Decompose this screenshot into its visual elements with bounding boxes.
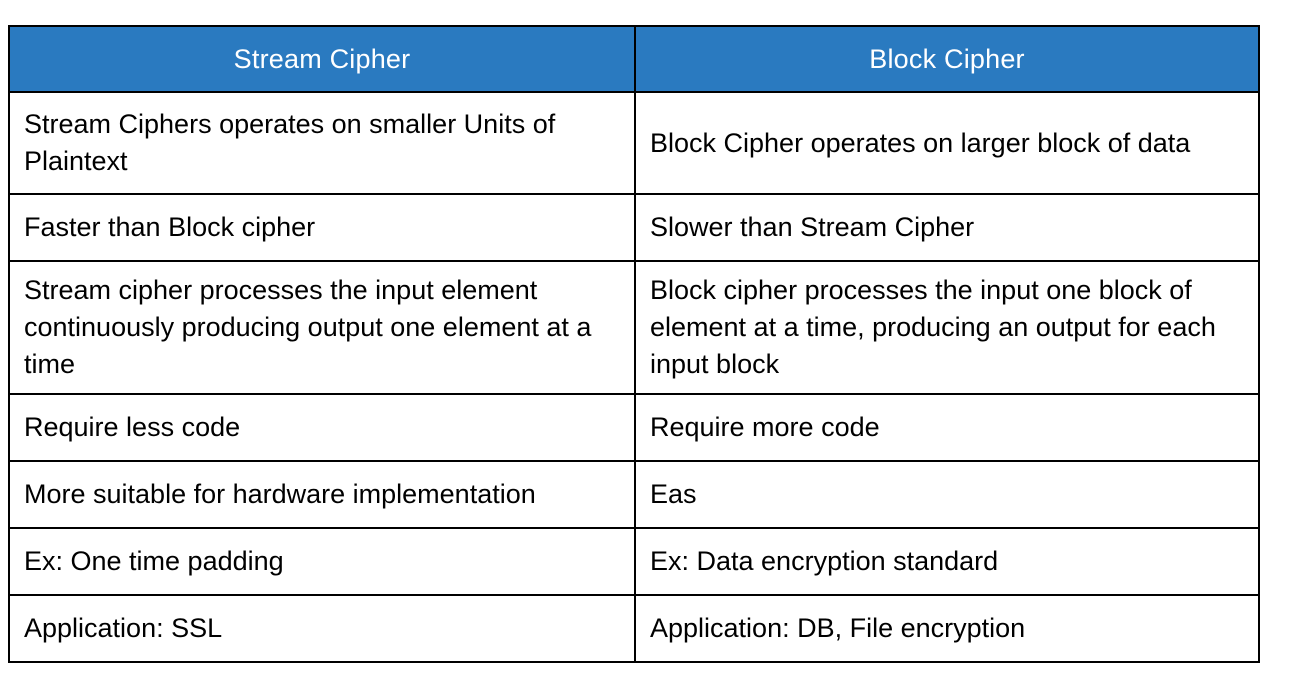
table-row: Faster than Block cipher Slower than Str… [8, 193, 1260, 262]
cell-text: Application: SSL [24, 613, 223, 643]
table-row: Require less code Require more code [8, 393, 1260, 462]
cell-text: Eas [650, 479, 697, 509]
column-header-block-cipher: Block Cipher [634, 25, 1260, 93]
cell-text: Application: DB, File encryption [650, 613, 1026, 643]
cell-text: Block cipher processes the input one blo… [650, 275, 1216, 379]
cell-stream-row-6: Ex: One time padding [8, 527, 636, 596]
cell-text: Faster than Block cipher [24, 212, 316, 242]
cell-stream-row-3: Stream cipher processes the input elemen… [8, 260, 636, 395]
table-body: Stream Ciphers operates on smaller Units… [8, 91, 1260, 663]
cell-block-row-6: Ex: Data encryption standard [634, 527, 1260, 596]
table-row: More suitable for hardware implementatio… [8, 460, 1260, 529]
cell-stream-row-5: More suitable for hardware implementatio… [8, 460, 636, 529]
table-row: Stream Ciphers operates on smaller Units… [8, 91, 1260, 195]
table-row: Ex: One time padding Ex: Data encryption… [8, 527, 1260, 596]
cell-text: Slower than Stream Cipher [650, 212, 975, 242]
cell-text: Ex: One time padding [24, 546, 284, 576]
cell-text: Require less code [24, 412, 241, 442]
table-row: Application: SSL Application: DB, File e… [8, 594, 1260, 663]
cell-text: Stream Ciphers operates on smaller Units… [24, 109, 556, 176]
cell-block-row-7: Application: DB, File encryption [634, 594, 1260, 663]
cell-block-row-1: Block Cipher operates on larger block of… [634, 91, 1260, 195]
cipher-comparison-table: Stream Cipher Block Cipher Stream Cipher… [8, 25, 1260, 663]
table-row: Stream cipher processes the input elemen… [8, 260, 1260, 395]
cell-block-row-5: Eas [634, 460, 1260, 529]
cell-stream-row-4: Require less code [8, 393, 636, 462]
cell-block-row-2: Slower than Stream Cipher [634, 193, 1260, 262]
cell-text: Block Cipher operates on larger block of… [650, 127, 1191, 158]
cell-text: Require more code [650, 412, 880, 442]
column-header-stream-cipher: Stream Cipher [8, 25, 636, 93]
table-header: Stream Cipher Block Cipher [8, 25, 1260, 93]
cell-text: Stream cipher processes the input elemen… [24, 275, 592, 379]
header-row: Stream Cipher Block Cipher [8, 25, 1260, 93]
cell-block-row-4: Require more code [634, 393, 1260, 462]
cell-stream-row-7: Application: SSL [8, 594, 636, 663]
cell-block-row-3: Block cipher processes the input one blo… [634, 260, 1260, 395]
cell-text: Ex: Data encryption standard [650, 546, 999, 576]
cell-stream-row-2: Faster than Block cipher [8, 193, 636, 262]
cell-text: More suitable for hardware implementatio… [24, 479, 536, 509]
cell-stream-row-1: Stream Ciphers operates on smaller Units… [8, 91, 636, 195]
